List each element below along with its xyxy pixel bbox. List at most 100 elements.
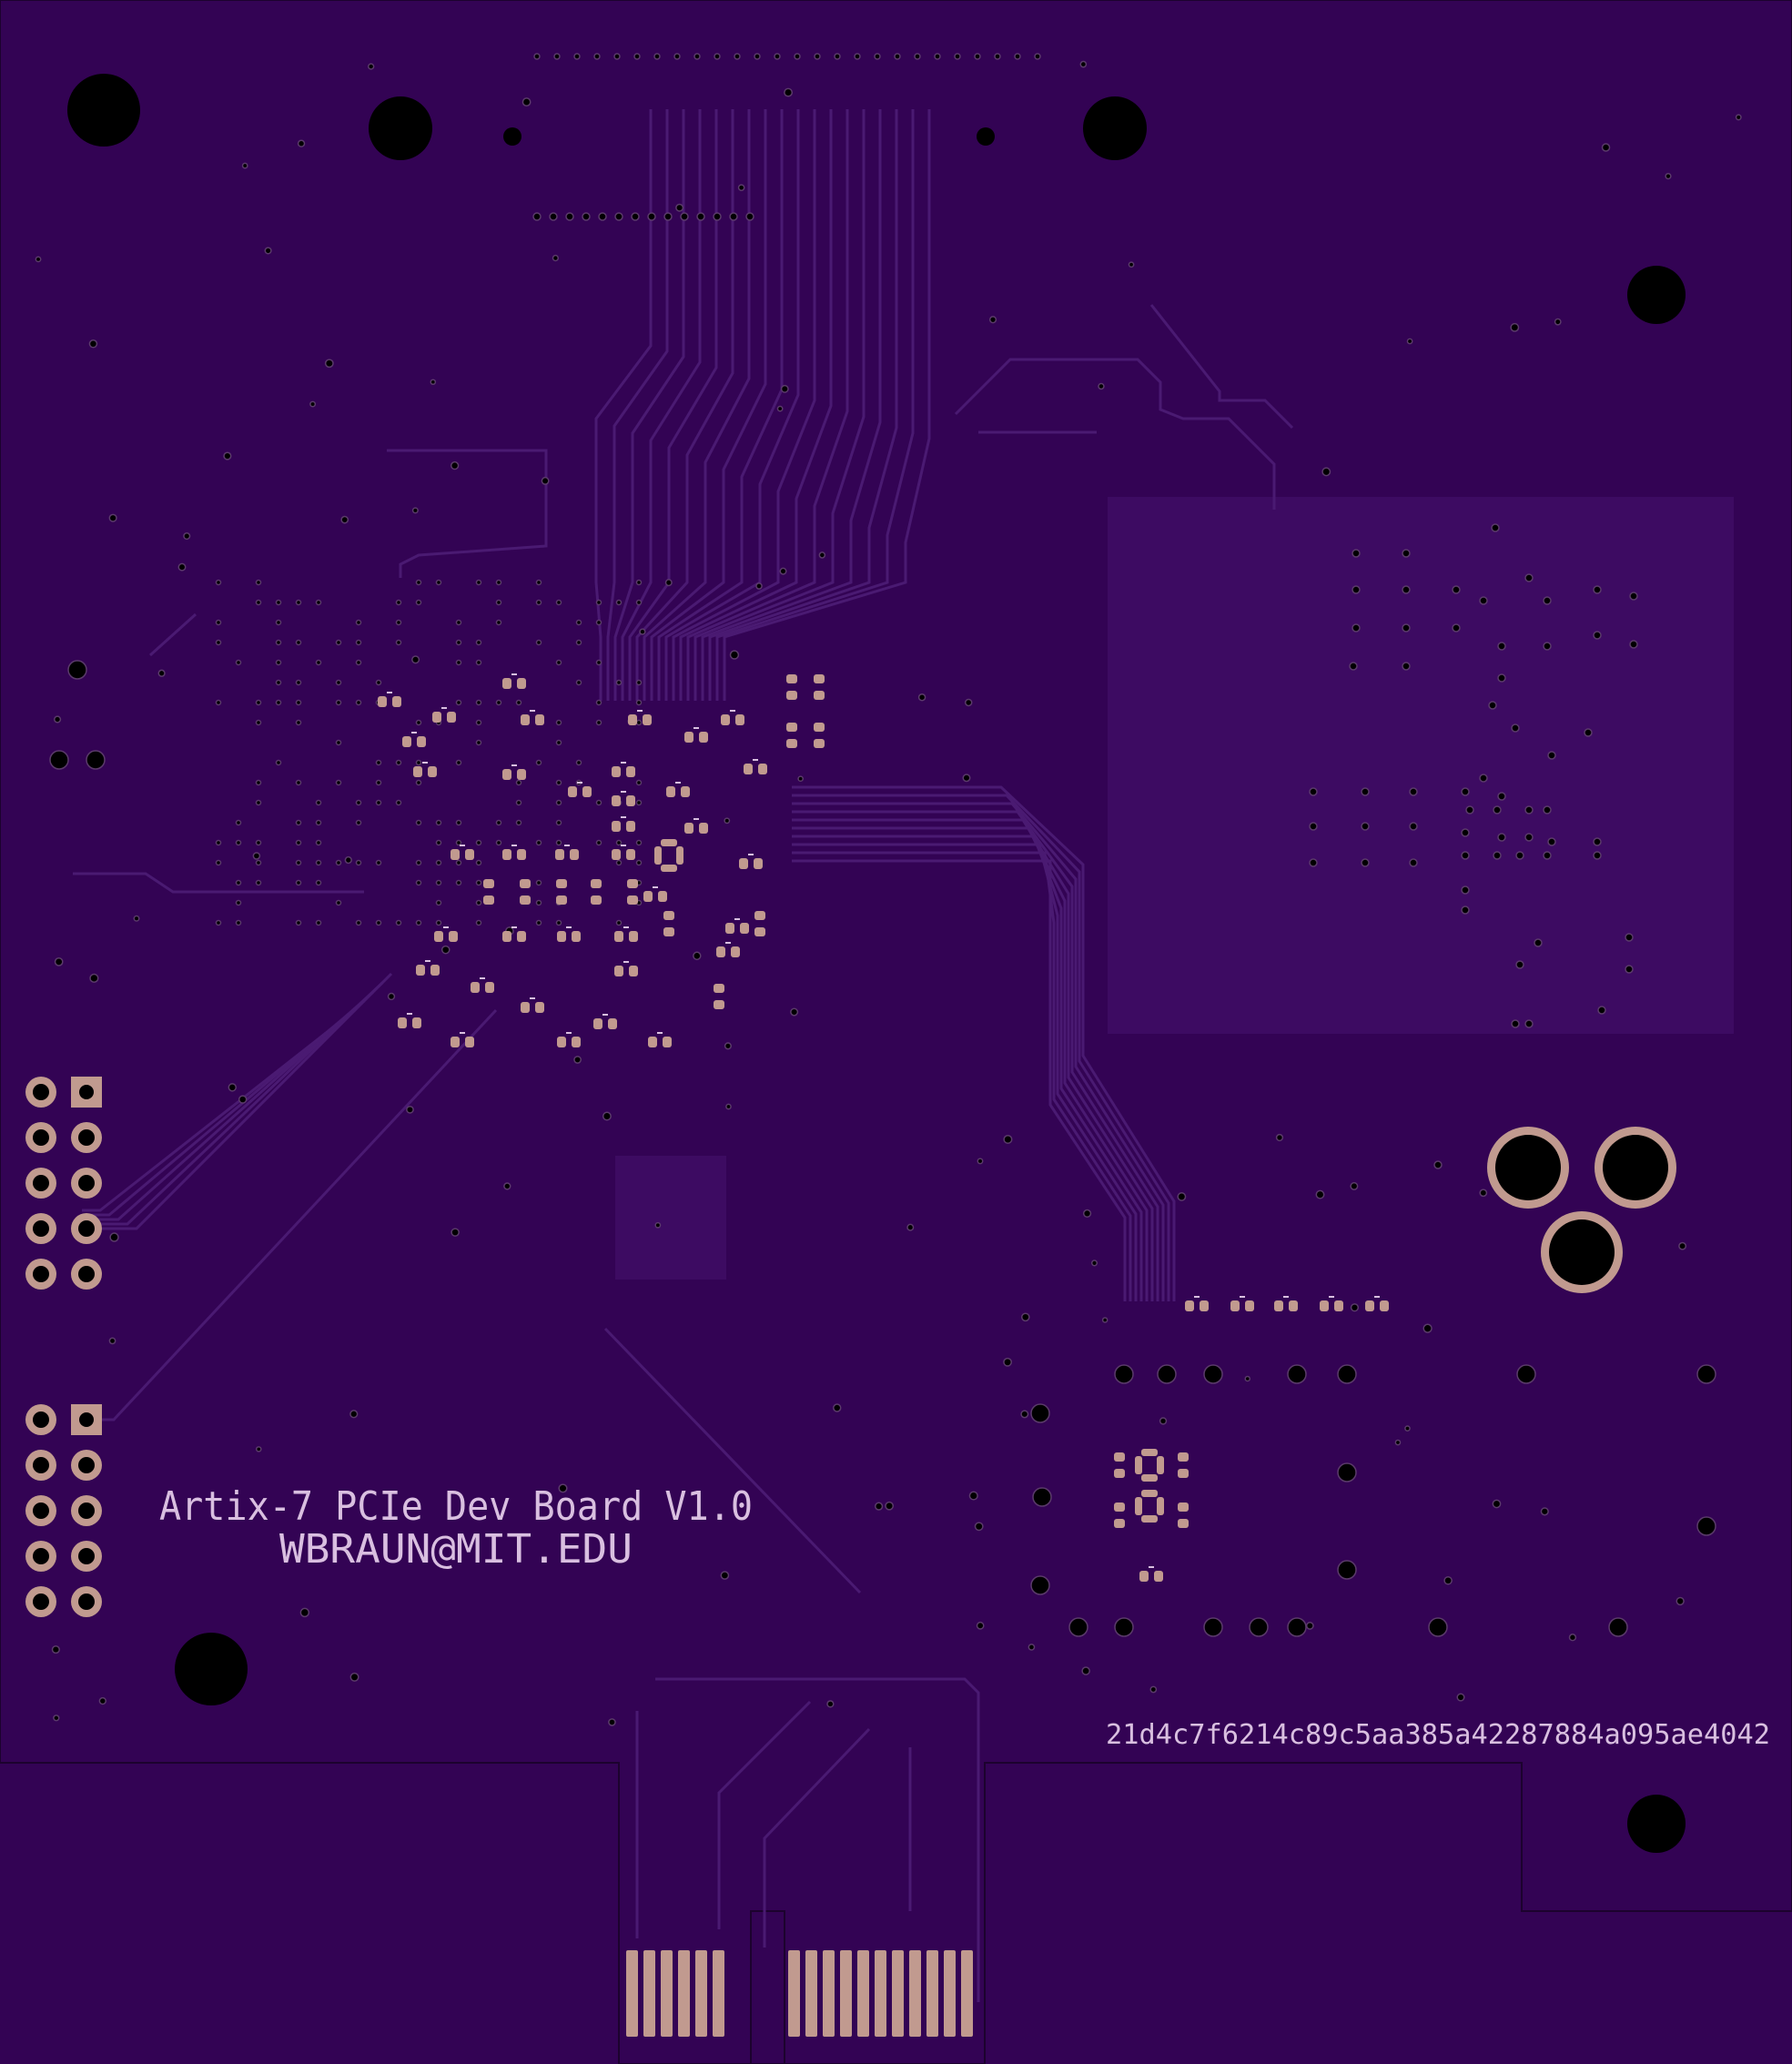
- via-icon: [614, 212, 623, 221]
- pin-header-group: [25, 1077, 102, 1617]
- smd-pad-icon: [1141, 1449, 1158, 1456]
- via-icon: [215, 619, 222, 626]
- via-icon: [415, 759, 422, 766]
- smd-pad-icon: [502, 931, 511, 942]
- smd-pad-icon: [612, 766, 621, 777]
- via-icon: [1409, 787, 1418, 796]
- smd-pad-icon: [451, 1037, 460, 1047]
- smd-pad-icon: [1380, 1300, 1389, 1311]
- via-icon: [355, 859, 362, 866]
- via-icon: [1394, 1439, 1402, 1446]
- smd-pad-icon: [428, 766, 437, 777]
- via-icon: [635, 779, 643, 786]
- via-icon: [693, 951, 702, 961]
- via-icon: [299, 1607, 310, 1618]
- via-icon: [355, 639, 362, 646]
- smd-pad-icon: [754, 911, 765, 920]
- via-icon: [532, 212, 542, 221]
- via-icon: [1352, 623, 1361, 632]
- pcie-edge-finger-group: [626, 1950, 973, 2037]
- via-icon: [595, 699, 602, 706]
- signal-trace: [792, 826, 1149, 1301]
- smd-pad-icon: [658, 891, 667, 902]
- via-icon: [395, 619, 402, 626]
- smd-pad-group: [378, 673, 1389, 1582]
- via-icon: [1543, 805, 1552, 814]
- via-icon: [235, 879, 242, 886]
- mounting-hole-icon: [1627, 1795, 1686, 1853]
- via-icon: [395, 919, 402, 926]
- via-icon: [235, 819, 242, 826]
- via-icon: [275, 759, 282, 766]
- smd-pad-icon: [572, 1037, 581, 1047]
- via-icon: [1315, 1189, 1325, 1199]
- smd-pad-icon: [430, 965, 440, 976]
- via-icon: [755, 582, 763, 590]
- signal-trace: [792, 785, 1176, 1301]
- via-icon: [264, 247, 272, 255]
- via-icon: [355, 799, 362, 806]
- smd-pad-icon: [814, 723, 825, 732]
- via-icon: [495, 839, 502, 846]
- mounting-hole-icon: [1549, 1219, 1615, 1285]
- smd-pad-icon: [626, 766, 635, 777]
- smd-pad-icon: [739, 858, 748, 869]
- via-icon: [335, 739, 342, 746]
- via-icon: [1020, 1312, 1030, 1322]
- signal-trace: [655, 1677, 980, 2002]
- pin-hole: [33, 1457, 49, 1473]
- via-icon: [255, 799, 262, 806]
- via-icon: [615, 919, 623, 926]
- via-icon: [255, 779, 262, 786]
- via-icon: [1597, 1006, 1606, 1015]
- smd-pad-icon: [449, 931, 458, 942]
- smd-pad-icon: [684, 732, 694, 743]
- via-icon: [435, 579, 442, 586]
- smd-pad-icon: [557, 1037, 566, 1047]
- via-icon: [565, 212, 574, 221]
- via-icon: [415, 779, 422, 786]
- via-icon: [1337, 1462, 1357, 1482]
- via-icon: [430, 379, 437, 386]
- pin-hole: [79, 1412, 94, 1427]
- via-icon: [1497, 792, 1506, 801]
- via-icon: [255, 879, 262, 886]
- smd-pad-icon: [570, 849, 579, 860]
- via-icon: [1349, 662, 1358, 671]
- via-icon: [395, 639, 402, 646]
- via-icon: [335, 639, 342, 646]
- via-icon: [349, 1410, 359, 1419]
- via-icon: [335, 779, 342, 786]
- smd-pad-icon: [1185, 1300, 1194, 1311]
- via-icon: [241, 162, 248, 169]
- via-icon: [315, 799, 322, 806]
- via-icon: [275, 659, 282, 666]
- via-icon: [555, 719, 562, 726]
- via-icon: [515, 779, 522, 786]
- via-icon: [673, 53, 681, 60]
- signal-trace: [606, 109, 669, 701]
- smd-pad-icon: [517, 678, 526, 689]
- via-icon: [435, 899, 442, 906]
- via-icon: [1608, 1617, 1628, 1637]
- via-icon: [1068, 1617, 1088, 1637]
- via-icon: [1082, 1209, 1092, 1219]
- via-icon: [455, 839, 462, 846]
- via-icon: [797, 775, 805, 783]
- via-icon: [1098, 382, 1105, 390]
- pcie-edge-finger-icon: [926, 1950, 938, 2037]
- via-icon: [874, 53, 881, 60]
- via-icon: [295, 919, 302, 926]
- smd-pad-icon: [754, 858, 763, 869]
- via-icon: [977, 1158, 984, 1165]
- via-icon: [535, 579, 542, 586]
- via-icon: [633, 53, 641, 60]
- signal-trace: [635, 109, 734, 701]
- via-icon: [275, 699, 282, 706]
- smd-pad-icon: [699, 732, 708, 743]
- smd-pad-icon: [556, 879, 567, 888]
- via-icon: [515, 699, 522, 706]
- smd-pad-icon: [663, 911, 674, 920]
- via-icon: [355, 659, 362, 666]
